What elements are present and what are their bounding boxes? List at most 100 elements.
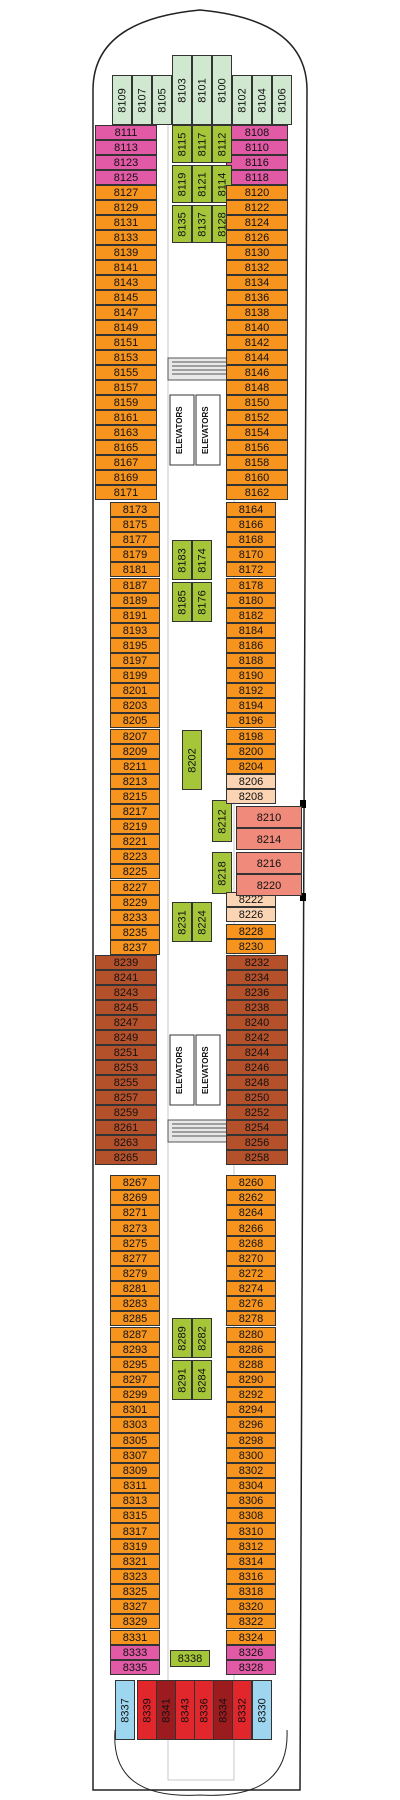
cabin-8199[interactable]: 8199 bbox=[110, 668, 160, 684]
cabin-8189[interactable]: 8189 bbox=[110, 592, 160, 608]
cabin-8294[interactable]: 8294 bbox=[226, 1402, 276, 1418]
cabin-8146[interactable]: 8146 bbox=[226, 365, 288, 380]
cabin-8268[interactable]: 8268 bbox=[226, 1235, 276, 1251]
cabin-8257[interactable]: 8257 bbox=[95, 1090, 157, 1105]
cabin-8336[interactable]: 8336 bbox=[194, 1680, 214, 1740]
cabin-8286[interactable]: 8286 bbox=[226, 1341, 276, 1357]
cabin-8127[interactable]: 8127 bbox=[95, 185, 157, 200]
cabin-8211[interactable]: 8211 bbox=[110, 758, 160, 774]
cabin-8102[interactable]: 8102 bbox=[232, 75, 252, 125]
cabin-8276[interactable]: 8276 bbox=[226, 1296, 276, 1312]
cabin-8112[interactable]: 8112 bbox=[212, 125, 232, 163]
cabin-8310[interactable]: 8310 bbox=[226, 1523, 276, 1539]
cabin-8137[interactable]: 8137 bbox=[192, 205, 212, 243]
cabin-8316[interactable]: 8316 bbox=[226, 1568, 276, 1585]
cabin-8255[interactable]: 8255 bbox=[95, 1075, 157, 1090]
cabin-8179[interactable]: 8179 bbox=[110, 547, 160, 563]
cabin-8136[interactable]: 8136 bbox=[226, 290, 288, 305]
cabin-8165[interactable]: 8165 bbox=[95, 440, 157, 455]
cabin-8251[interactable]: 8251 bbox=[95, 1045, 157, 1060]
cabin-8207[interactable]: 8207 bbox=[110, 728, 160, 744]
cabin-8223[interactable]: 8223 bbox=[110, 849, 160, 865]
cabin-8324[interactable]: 8324 bbox=[226, 1629, 276, 1645]
cabin-8178[interactable]: 8178 bbox=[226, 577, 276, 593]
cabin-8105[interactable]: 8105 bbox=[152, 75, 172, 125]
cabin-8191[interactable]: 8191 bbox=[110, 607, 160, 623]
cabin-8174[interactable]: 8174 bbox=[192, 540, 212, 580]
cabin-8238[interactable]: 8238 bbox=[226, 1000, 288, 1015]
cabin-8162[interactable]: 8162 bbox=[226, 485, 288, 500]
cabin-8100[interactable]: 8100 bbox=[212, 55, 232, 125]
cabin-8304[interactable]: 8304 bbox=[226, 1478, 276, 1494]
cabin-8332[interactable]: 8332 bbox=[232, 1680, 252, 1740]
cabin-8247[interactable]: 8247 bbox=[95, 1015, 157, 1030]
cabin-8176[interactable]: 8176 bbox=[192, 582, 212, 622]
cabin-8335[interactable]: 8335 bbox=[110, 1660, 160, 1675]
cabin-8266[interactable]: 8266 bbox=[226, 1220, 276, 1236]
cabin-8123[interactable]: 8123 bbox=[95, 155, 157, 170]
cabin-8131[interactable]: 8131 bbox=[95, 215, 157, 230]
cabin-8306[interactable]: 8306 bbox=[226, 1493, 276, 1509]
cabin-8186[interactable]: 8186 bbox=[226, 637, 276, 653]
cabin-8130[interactable]: 8130 bbox=[226, 245, 288, 260]
cabin-8237[interactable]: 8237 bbox=[110, 939, 160, 955]
cabin-8259[interactable]: 8259 bbox=[95, 1105, 157, 1120]
cabin-8194[interactable]: 8194 bbox=[226, 698, 276, 714]
cabin-8104[interactable]: 8104 bbox=[252, 75, 272, 125]
cabin-8343[interactable]: 8343 bbox=[175, 1680, 195, 1740]
cabin-8280[interactable]: 8280 bbox=[226, 1326, 276, 1342]
cabin-8264[interactable]: 8264 bbox=[226, 1205, 276, 1221]
cabin-8163[interactable]: 8163 bbox=[95, 425, 157, 440]
cabin-8149[interactable]: 8149 bbox=[95, 320, 157, 335]
cabin-8250[interactable]: 8250 bbox=[226, 1090, 288, 1105]
cabin-8153[interactable]: 8153 bbox=[95, 350, 157, 365]
cabin-8331[interactable]: 8331 bbox=[110, 1629, 160, 1645]
cabin-8341[interactable]: 8341 bbox=[156, 1680, 176, 1740]
cabin-8329[interactable]: 8329 bbox=[110, 1614, 160, 1630]
cabin-8323[interactable]: 8323 bbox=[110, 1568, 160, 1585]
cabin-8314[interactable]: 8314 bbox=[226, 1553, 276, 1569]
cabin-8233[interactable]: 8233 bbox=[110, 909, 160, 925]
cabin-8270[interactable]: 8270 bbox=[226, 1250, 276, 1266]
cabin-8182[interactable]: 8182 bbox=[226, 607, 276, 623]
cabin-8170[interactable]: 8170 bbox=[226, 547, 276, 563]
cabin-8111[interactable]: 8111 bbox=[95, 125, 157, 140]
cabin-8164[interactable]: 8164 bbox=[226, 502, 276, 518]
cabin-8242[interactable]: 8242 bbox=[226, 1030, 288, 1045]
cabin-8141[interactable]: 8141 bbox=[95, 260, 157, 275]
cabin-8208[interactable]: 8208 bbox=[226, 789, 276, 804]
cabin-8239[interactable]: 8239 bbox=[95, 955, 157, 970]
cabin-8190[interactable]: 8190 bbox=[226, 668, 276, 684]
cabin-8210[interactable]: 8210 bbox=[236, 806, 302, 828]
cabin-8142[interactable]: 8142 bbox=[226, 335, 288, 350]
cabin-8225[interactable]: 8225 bbox=[110, 864, 160, 880]
cabin-8267[interactable]: 8267 bbox=[110, 1175, 160, 1191]
cabin-8218[interactable]: 8218 bbox=[212, 852, 232, 894]
cabin-8309[interactable]: 8309 bbox=[110, 1462, 160, 1478]
cabin-8297[interactable]: 8297 bbox=[110, 1371, 160, 1388]
cabin-8139[interactable]: 8139 bbox=[95, 245, 157, 260]
cabin-8157[interactable]: 8157 bbox=[95, 380, 157, 395]
cabin-8217[interactable]: 8217 bbox=[110, 804, 160, 820]
cabin-8254[interactable]: 8254 bbox=[226, 1120, 288, 1135]
cabin-8339[interactable]: 8339 bbox=[137, 1680, 157, 1740]
cabin-8226[interactable]: 8226 bbox=[226, 907, 276, 922]
cabin-8159[interactable]: 8159 bbox=[95, 395, 157, 410]
cabin-8319[interactable]: 8319 bbox=[110, 1538, 160, 1554]
cabin-8220[interactable]: 8220 bbox=[236, 874, 302, 896]
cabin-8213[interactable]: 8213 bbox=[110, 773, 160, 789]
cabin-8198[interactable]: 8198 bbox=[226, 728, 276, 744]
cabin-8155[interactable]: 8155 bbox=[95, 365, 157, 380]
cabin-8109[interactable]: 8109 bbox=[112, 75, 132, 125]
cabin-8180[interactable]: 8180 bbox=[226, 592, 276, 608]
cabin-8240[interactable]: 8240 bbox=[226, 1015, 288, 1030]
cabin-8277[interactable]: 8277 bbox=[110, 1250, 160, 1266]
cabin-8338[interactable]: 8338 bbox=[170, 1650, 210, 1667]
cabin-8236[interactable]: 8236 bbox=[226, 985, 288, 1000]
cabin-8187[interactable]: 8187 bbox=[110, 577, 160, 593]
cabin-8272[interactable]: 8272 bbox=[226, 1265, 276, 1282]
cabin-8140[interactable]: 8140 bbox=[226, 320, 288, 335]
cabin-8305[interactable]: 8305 bbox=[110, 1432, 160, 1448]
cabin-8201[interactable]: 8201 bbox=[110, 683, 160, 699]
cabin-8221[interactable]: 8221 bbox=[110, 834, 160, 850]
